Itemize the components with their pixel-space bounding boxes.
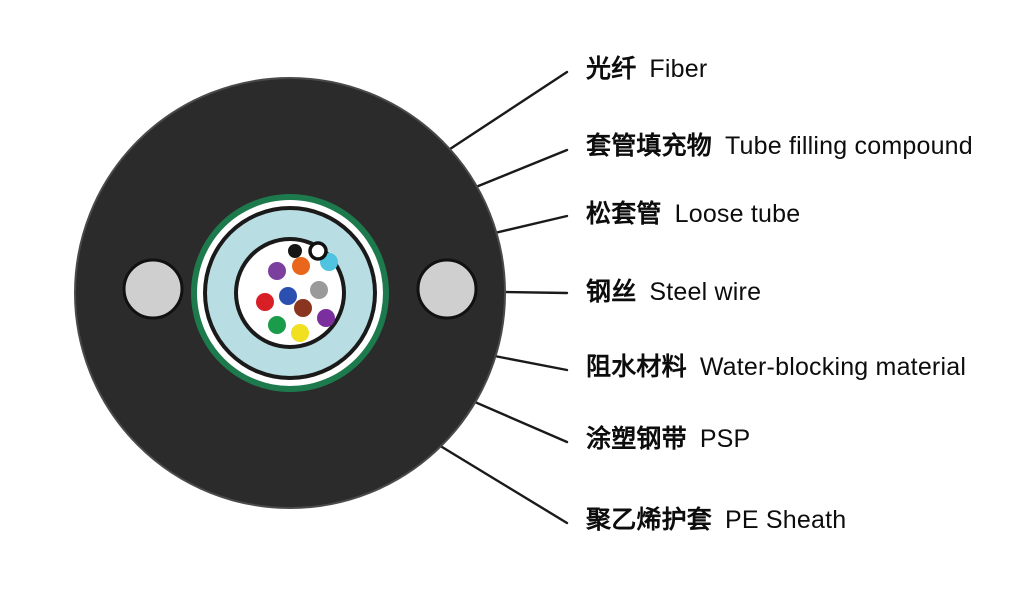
fiber-gray (310, 281, 328, 299)
fiber-violet (268, 262, 286, 280)
label-fiber-cn: 光纤 (586, 55, 637, 83)
fiber-orange (292, 257, 310, 275)
fiber-purple (317, 309, 335, 327)
cable-body-group (74, 77, 506, 509)
label-psp-cn: 涂塑钢带 (586, 425, 687, 453)
label-water-blocking-material-en: Water-blocking material (699, 353, 967, 381)
label-psp-en: PSP (699, 425, 751, 453)
fiber-red (256, 293, 274, 311)
fiber-blue (279, 287, 297, 305)
label-water-blocking-material: 阻水材料 Water-blocking material (586, 355, 966, 380)
label-loose-tube-en: Loose tube (674, 200, 801, 228)
label-water-blocking-material-cn: 阻水材料 (586, 353, 687, 381)
label-fiber: 光纤 Fiber (586, 57, 707, 82)
label-pe-sheath-cn: 聚乙烯护套 (586, 506, 713, 534)
label-fiber-en: Fiber (649, 55, 708, 83)
label-loose-tube: 松套管 Loose tube (586, 202, 800, 227)
label-loose-tube-cn: 松套管 (586, 200, 662, 228)
label-steel-wire-cn: 钢丝 (586, 278, 637, 306)
fiber-green (268, 316, 286, 334)
steel-wire-right (416, 258, 478, 320)
label-pe-sheath-en: PE Sheath (725, 506, 847, 534)
label-tube-filling-compound-en: Tube filling compound (725, 132, 973, 160)
fiber-brown (294, 299, 312, 317)
fiber-yellow (291, 324, 309, 342)
label-steel-wire: 钢丝 Steel wire (586, 280, 761, 305)
steel-wire-left (122, 258, 184, 320)
label-tube-filling-compound-cn: 套管填充物 (586, 132, 713, 160)
label-psp: 涂塑钢带 PSP (586, 427, 750, 452)
fiber-black-dot (288, 244, 302, 258)
label-tube-filling-compound: 套管填充物 Tube filling compound (586, 134, 973, 159)
fiber-ring-marker (308, 241, 328, 261)
label-pe-sheath: 聚乙烯护套 PE Sheath (586, 508, 846, 533)
label-steel-wire-en: Steel wire (649, 278, 762, 306)
